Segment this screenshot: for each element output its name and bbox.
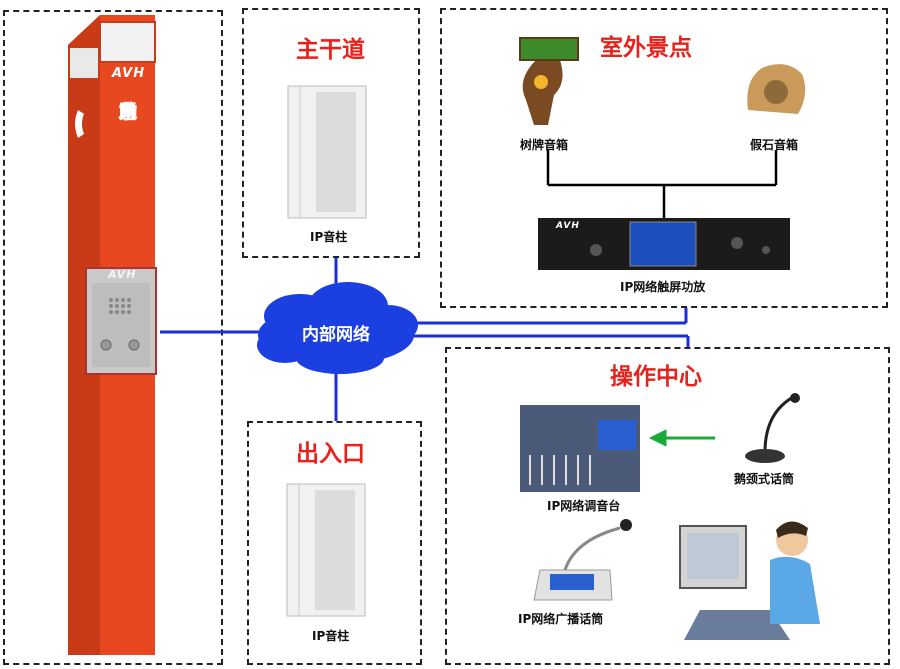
- mixer-console: [520, 405, 640, 492]
- amplifier-caption: IP网络触屏功放: [620, 280, 706, 294]
- main-road-title: 主干道: [296, 37, 365, 63]
- outdoor-links: [546, 150, 778, 218]
- tree-speaker: [519, 37, 579, 125]
- pole-logo: AVH: [112, 66, 146, 81]
- broadcast-mic-caption: IP网络广播话筒: [518, 612, 604, 626]
- main-road-speaker-caption: IP音柱: [310, 230, 348, 244]
- entrance-title: 出入口: [296, 441, 365, 467]
- column-speaker-main-road: [287, 85, 367, 219]
- gooseneck-caption: 鹅颈式话筒: [734, 472, 795, 486]
- network-label: 内部网络: [302, 325, 370, 345]
- gooseneck-mic: [745, 393, 800, 463]
- operation-title: 操作中心: [610, 364, 702, 390]
- pole-region: [3, 10, 223, 665]
- entrance-speaker-caption: IP音柱: [312, 629, 350, 643]
- arrow-gooseneck-to-mixer: [648, 429, 715, 447]
- emergency-pole: [68, 15, 157, 655]
- mixer-caption: IP网络调音台: [547, 499, 621, 513]
- entrance-region: [247, 421, 422, 665]
- pole-label-char: 助: [118, 101, 138, 123]
- pole-label-char: 求: [118, 101, 138, 123]
- pole-panel-logo: AVH: [108, 268, 137, 281]
- phone-icon: [75, 110, 84, 138]
- outdoor-region: [440, 8, 888, 308]
- touchscreen-amplifier: [538, 218, 790, 270]
- pole-label-char: 急: [118, 101, 138, 123]
- pole-label-char: 紧: [118, 101, 138, 123]
- broadcast-desk-mic: [533, 519, 632, 601]
- outdoor-title: 室外景点: [600, 35, 692, 61]
- operation-region: [445, 347, 890, 665]
- tree-speaker-caption: 树牌音箱: [520, 138, 569, 152]
- rock-speaker-caption: 假石音箱: [750, 138, 799, 152]
- amplifier-logo: AVH: [556, 221, 580, 231]
- column-speaker-entrance: [286, 483, 366, 617]
- operator-workstation: [679, 521, 820, 640]
- network-links: [160, 258, 690, 421]
- rock-speaker: [747, 64, 806, 114]
- main-road-region: [242, 8, 420, 258]
- network-cloud: [257, 282, 418, 374]
